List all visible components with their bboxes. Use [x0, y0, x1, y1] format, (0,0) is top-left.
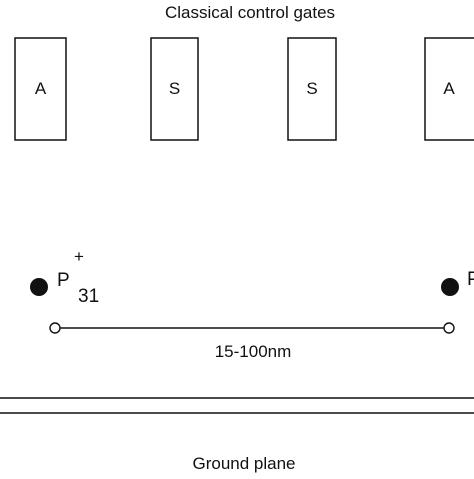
donor-left-dot [30, 278, 48, 296]
gate-2-label: S [169, 79, 180, 98]
gate-4-label: A [443, 79, 455, 98]
donor-right-dot [441, 278, 459, 296]
distance-endpoint-right [443, 322, 455, 334]
diagram-title: Classical control gates [165, 3, 335, 22]
donor-left-mass: 31 [78, 286, 99, 307]
gate-1: A [14, 37, 67, 141]
gate-1-box [14, 37, 67, 141]
ground-plane-label: Ground plane [192, 454, 295, 473]
distance-endpoint-left [49, 322, 61, 334]
donor-left: P + 31 [30, 247, 99, 307]
donor-right: P [441, 269, 474, 296]
donor-left-charge: + [74, 247, 84, 266]
gate-4: A [424, 37, 474, 141]
donor-right-symbol: P [467, 269, 474, 290]
gate-1-label: A [35, 79, 47, 98]
gate-2-box [150, 37, 199, 141]
ground-plane: Ground plane [0, 397, 474, 473]
gate-2: S [150, 37, 199, 141]
distance-label: 15-100nm [215, 342, 292, 361]
gate-4-box [424, 37, 474, 141]
donor-left-symbol: P [57, 270, 70, 291]
gate-3-label: S [306, 79, 317, 98]
gate-3-box [287, 37, 337, 141]
distance-indicator: 15-100nm [49, 322, 455, 361]
gate-3: S [287, 37, 337, 141]
